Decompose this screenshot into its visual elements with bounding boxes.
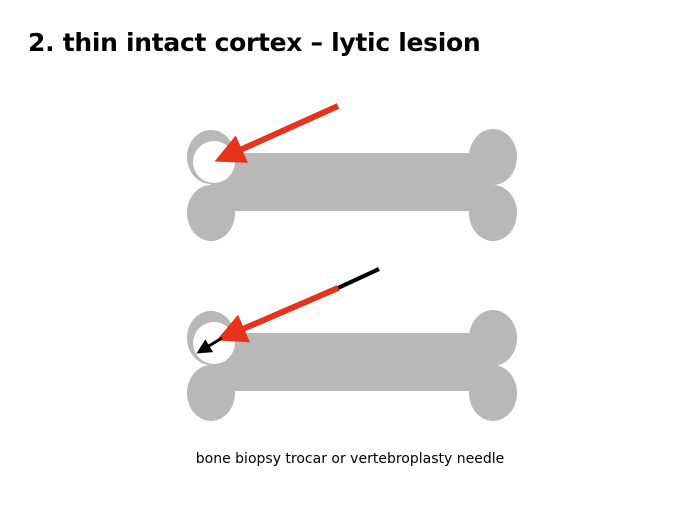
bone-top — [187, 129, 517, 241]
bone-top-right-upper-condyle — [469, 129, 517, 185]
bone-bottom-right-upper-condyle — [469, 310, 517, 366]
diagram-caption: bone biopsy trocar or vertebroplasty nee… — [195, 451, 505, 467]
bone-top-shaft — [211, 153, 491, 211]
needle-tip-arrow — [196, 336, 223, 354]
bone-top-lytic-lesion — [193, 141, 235, 183]
needle-shaft-proximal — [337, 267, 380, 290]
bone-top-right-lower-condyle — [469, 185, 517, 241]
bone-bottom-right-lower-condyle — [469, 365, 517, 421]
bone-top-left-lower-condyle — [187, 185, 235, 241]
trocar-arrow-bottom — [216, 285, 340, 343]
bone-bottom-left-lower-condyle — [187, 365, 235, 421]
trocar-arrow-top — [214, 103, 340, 163]
bone-bottom — [187, 310, 517, 421]
bone-bottom-shaft — [211, 333, 491, 391]
slide-title: 2. thin intact cortex – lytic lesion — [28, 28, 481, 57]
